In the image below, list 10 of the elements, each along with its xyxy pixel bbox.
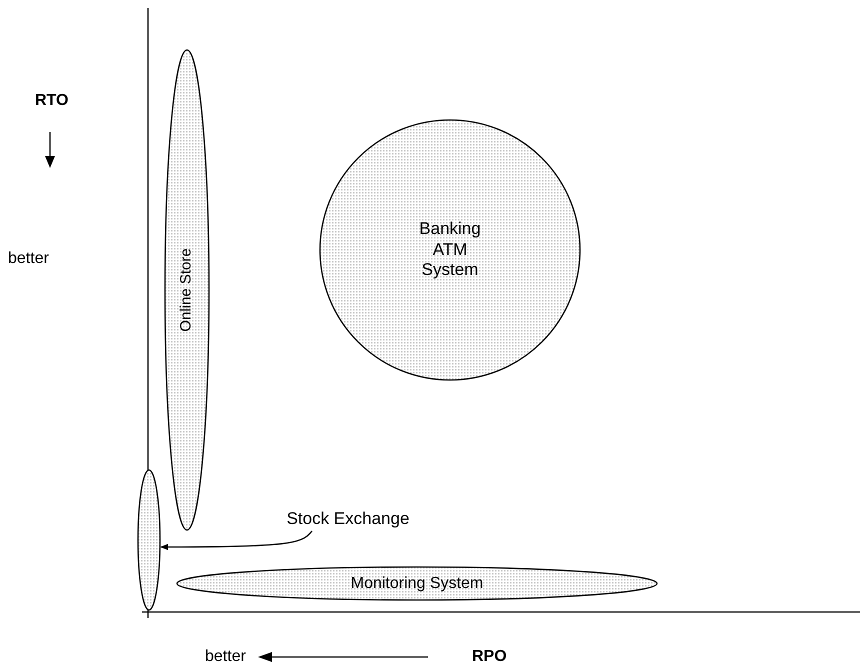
axis-note: better	[8, 250, 49, 268]
node-label: Banking ATM System	[418, 219, 482, 281]
axis-title: RTO	[35, 92, 68, 110]
axis-note: better	[205, 648, 246, 666]
ellipse	[138, 470, 160, 610]
axis-title: RPO	[472, 648, 507, 666]
arrow	[160, 530, 312, 550]
node-label: Monitoring System	[350, 574, 484, 594]
node-label: Online Store	[178, 248, 196, 332]
node-label: Stock Exchange	[286, 508, 410, 530]
